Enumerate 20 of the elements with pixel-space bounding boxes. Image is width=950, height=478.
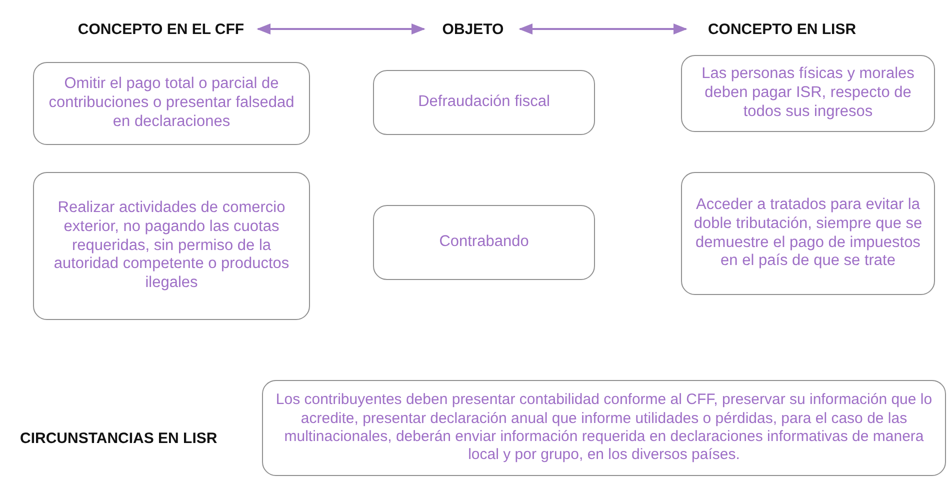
rounded-box [33, 62, 310, 145]
box-text: Acceder a tratados para evitar la doble tributación, siempre que se demuestre el pago de impuestos en el país de que se trate [692, 196, 924, 272]
box-text: Realizar actividades de comercio exterior, no pagando las cuotas requeridas, sin permiso de la autoridad competente o productos ilegales [52, 198, 290, 294]
rounded-box [373, 205, 595, 280]
rounded-box [681, 172, 935, 295]
rounded-box [262, 380, 946, 476]
rounded-box [373, 70, 595, 135]
box-text: Los contribuyentes deben presentar contabilidad conforme al CFF, preservar su información que lo acredite, presentar declaración anual que informe utilidades o pérdidas, para el caso de las multinacionales, deberán enviar información requerida en declaraciones informativas de manera local y por grupo, en los diversos países. [274, 391, 934, 465]
column-heading: CONCEPTO EN LISR [708, 20, 856, 38]
column-heading: CONCEPTO EN EL CFF [78, 20, 244, 38]
box-text: Contrabando [439, 233, 529, 252]
rounded-box [33, 172, 310, 320]
box-text: Defraudación fiscal [418, 93, 550, 112]
row-heading: CIRCUNSTANCIAS EN LISR [20, 430, 218, 447]
double-arrow [256, 23, 426, 35]
box-text: Las personas físicas y morales deben pagar ISR, respecto de todos sus ingresos [700, 65, 916, 122]
box-text: Omitir el pago total o parcial de contribuciones o presentar falsedad en declaraciones [48, 75, 296, 132]
rounded-box [681, 55, 935, 132]
double-arrow [518, 23, 688, 35]
column-heading: OBJETO [442, 20, 504, 38]
